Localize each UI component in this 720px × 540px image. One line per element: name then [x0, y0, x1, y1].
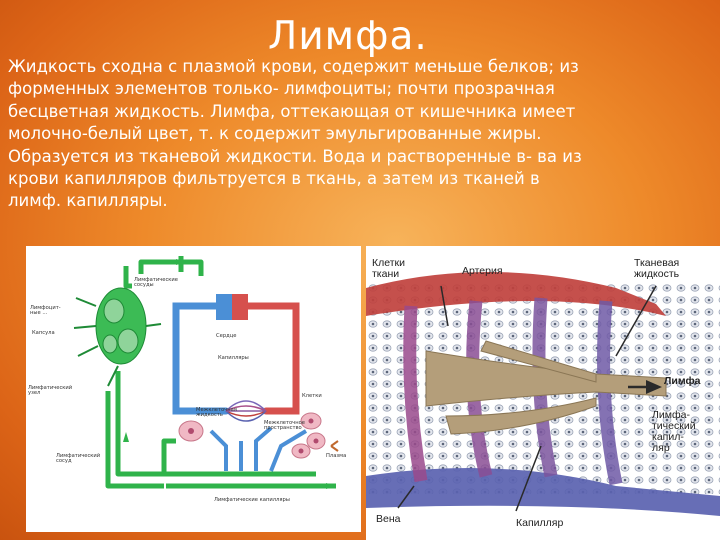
capillary-bed-illustration: [366, 272, 720, 516]
lymph-flow-arrows: [123, 259, 336, 489]
label-lymph: Лимфа: [664, 375, 701, 387]
lymph-capillaries-bottom: [209, 426, 308, 472]
label-vein: Вена: [376, 513, 401, 525]
label-heart: Сердце: [216, 333, 237, 339]
label-lymph-capillaries: Лимфатические капилляры: [214, 497, 290, 503]
label-capillary: Капилляр: [516, 517, 564, 529]
lymph-flow-arrow: [646, 380, 662, 394]
label-capsule: Капсула: [32, 330, 55, 336]
body-line: лимф. капилляры.: [8, 191, 168, 211]
label-artery: Артерия: [462, 265, 503, 277]
label-cells: Клетки: [302, 393, 322, 399]
body-line: крови капилляров фильтруется в ткань, а …: [8, 169, 540, 189]
body-line: Образуется из тканевой жидкости. Вода и …: [8, 146, 582, 166]
blood-circuit: [172, 302, 300, 415]
slide-body-text: Жидкость сходна с плазмой крови, содержи…: [8, 56, 714, 213]
label-plasma: Плазма: [326, 453, 347, 459]
label-capillaries: Капилляры: [218, 355, 249, 361]
plasma-icon: [330, 440, 339, 452]
body-line: Жидкость сходна с плазмой крови, содержи…: [8, 57, 579, 76]
body-line: молочно-белый цвет, т. к содержит эмульг…: [8, 124, 542, 144]
label-lymphocytes: Лимфоцит-ные ...: [30, 305, 61, 317]
artery-band: [366, 272, 666, 316]
lymph-node-branches: [73, 297, 162, 387]
capillary-bundle: [225, 400, 267, 422]
fluid-flow-arrows: [397, 285, 657, 512]
lymph-capillary: [425, 340, 667, 435]
lymph-node: [95, 287, 147, 365]
heart-icon: [216, 294, 248, 320]
blood-capillaries: [403, 297, 623, 486]
lymph-vessel-loop: [105, 256, 336, 489]
slide-title: Лимфа.: [268, 14, 428, 59]
cell-nuclei: [188, 418, 319, 454]
body-line: форменных элементов только- лимфоциты; п…: [8, 79, 555, 99]
body-line: бесцветная жидкость. Лимфа, оттекающая о…: [8, 101, 576, 121]
vein-band: [366, 468, 720, 516]
lymphatic-system-illustration: [73, 256, 339, 489]
